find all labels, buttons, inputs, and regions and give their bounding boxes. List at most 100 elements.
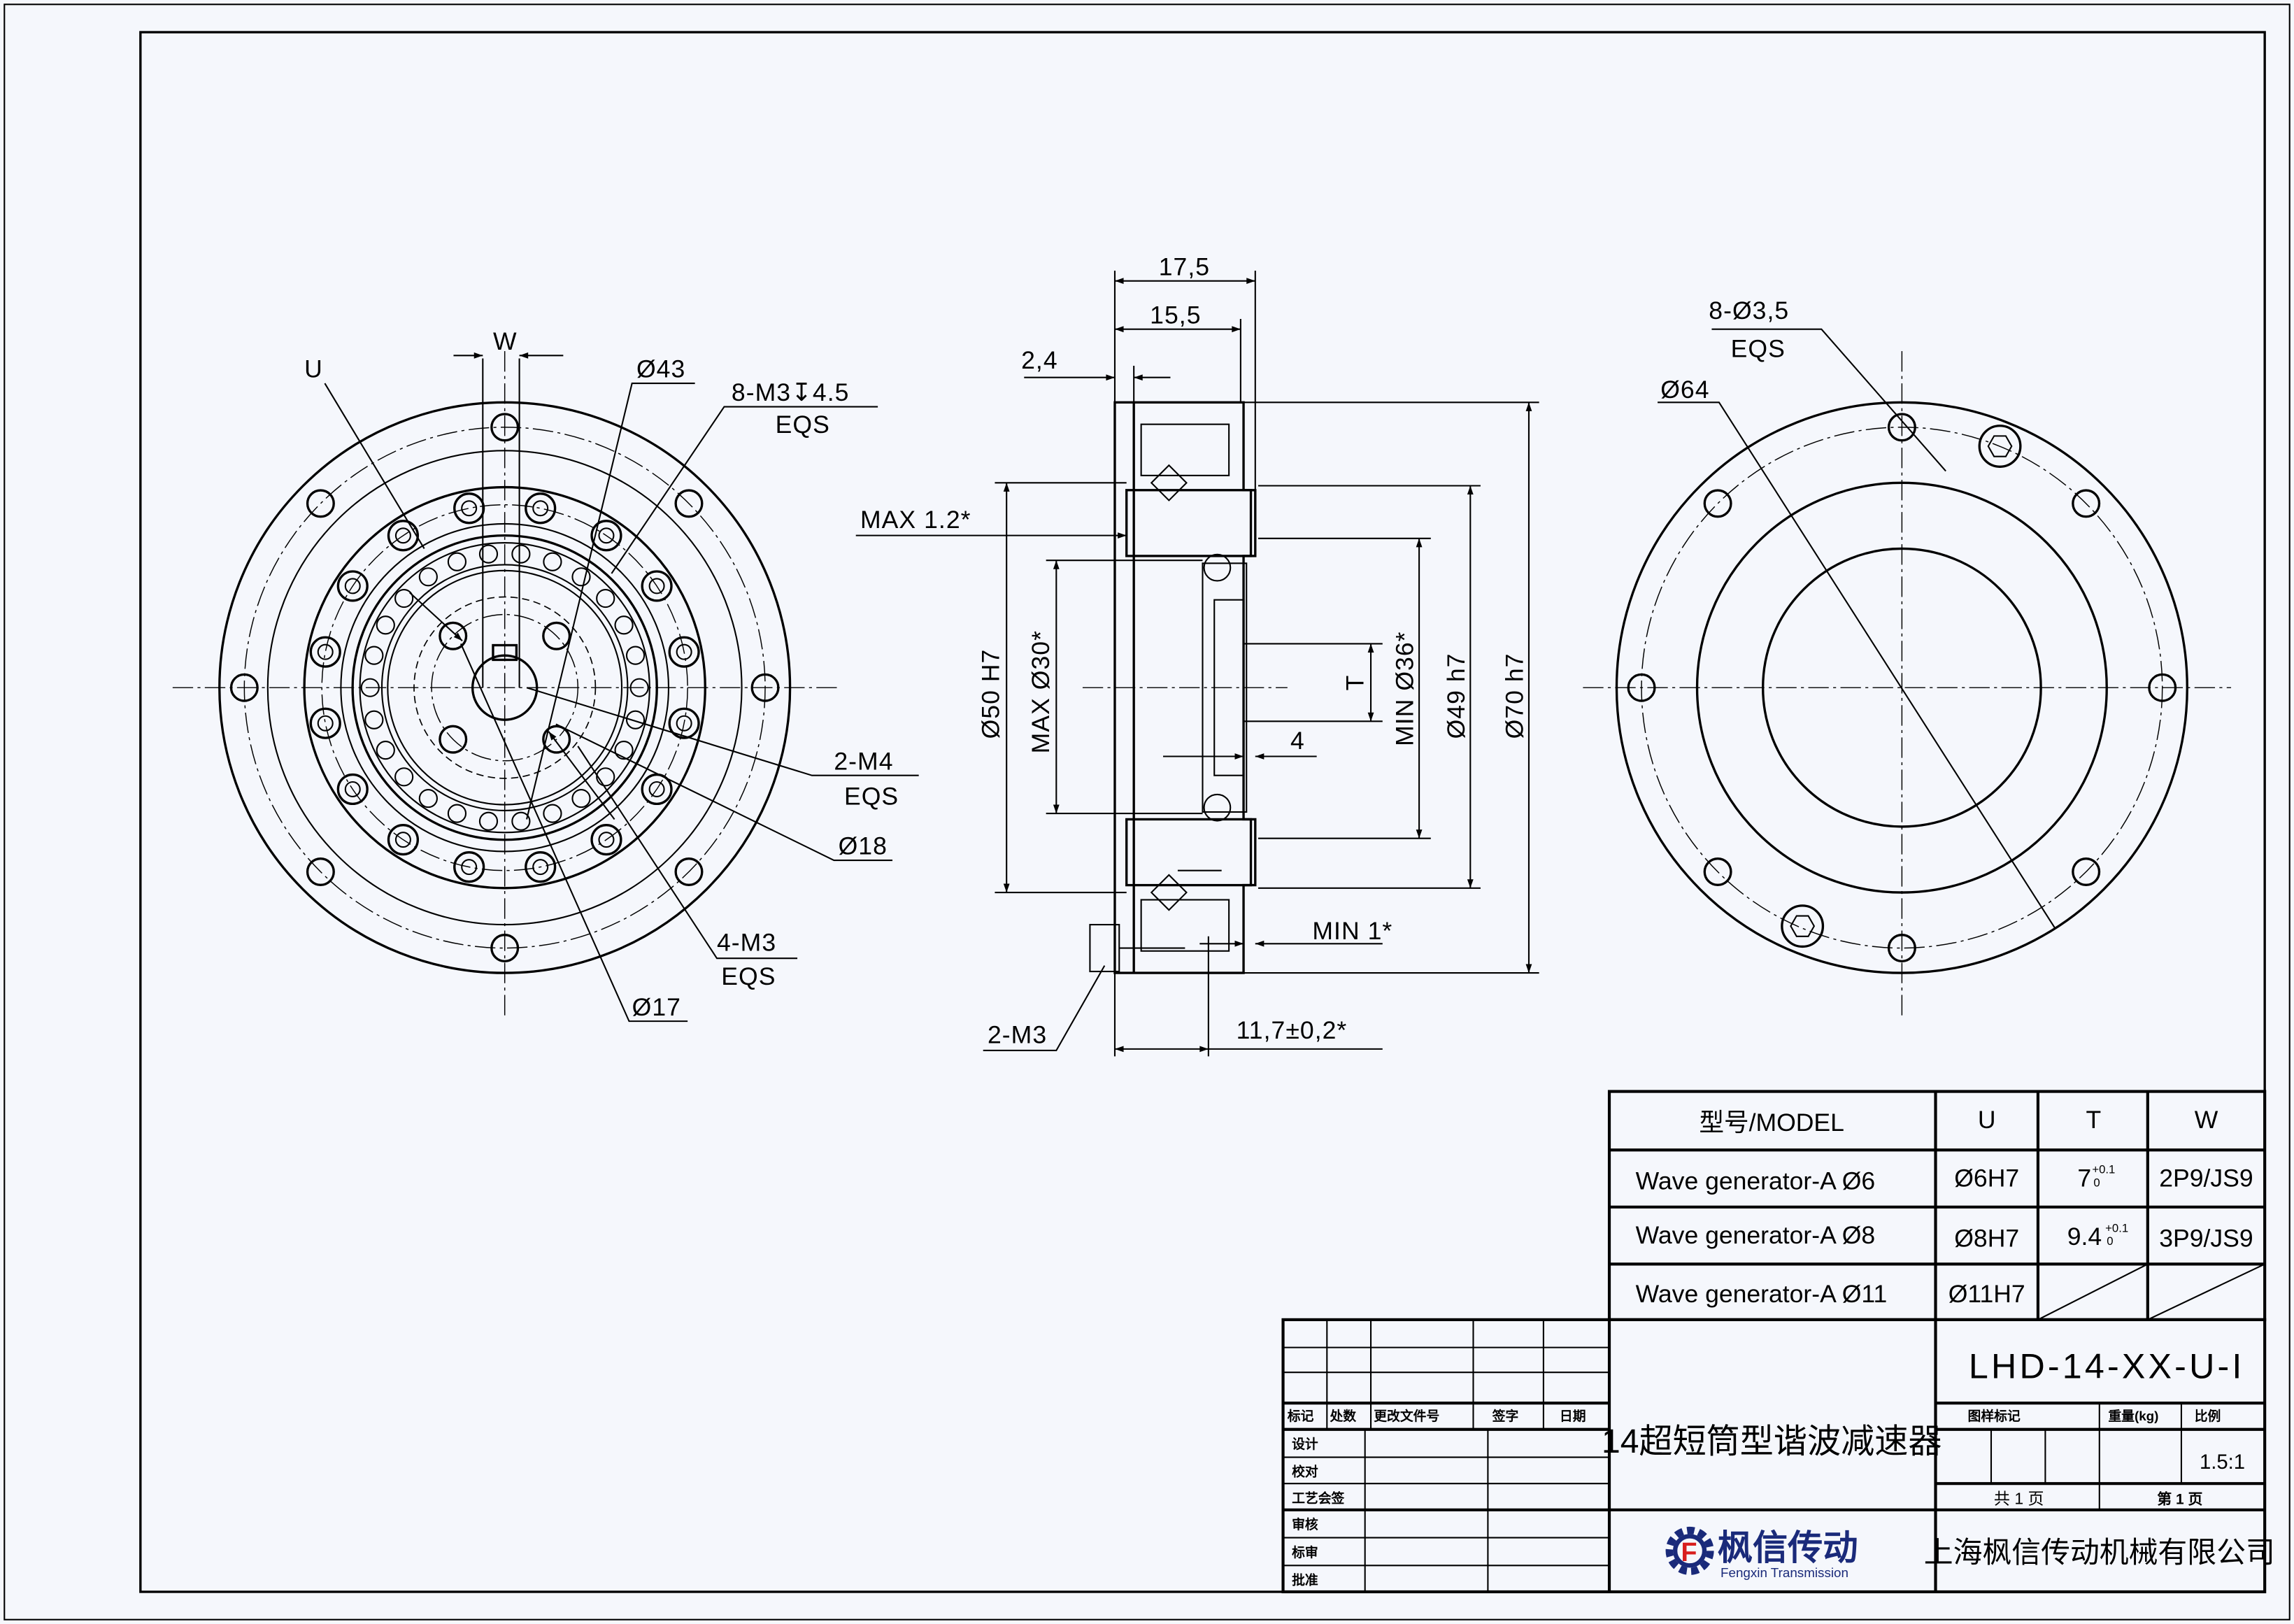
label-d17: Ø17	[632, 993, 681, 1021]
roller	[614, 741, 634, 760]
bolt-hole	[309, 707, 341, 739]
flange-hole	[1703, 489, 1732, 518]
bolt-hole	[641, 570, 673, 602]
company-name: 上海枫信传动机械有限公司	[1924, 1535, 2275, 1569]
label-d43: Ø43	[636, 355, 685, 383]
roller	[376, 615, 395, 635]
bolt-hole-thread	[676, 643, 692, 660]
label-8-d3-5: 8-Ø3,5	[1709, 297, 1789, 325]
roller	[596, 767, 615, 787]
header-t: T	[2086, 1106, 2102, 1134]
cell-model: Wave generator-A Ø8	[1636, 1221, 1875, 1249]
flange-hole	[306, 489, 335, 518]
roller	[614, 615, 634, 635]
dim-11-7: 11,7±0,2*	[1237, 1016, 1348, 1044]
flange-hole	[2072, 857, 2101, 886]
front-view: U W Ø43 8-M3↧4.5 EQS 2-M4 EQS Ø18 4-M3 E…	[172, 327, 919, 1023]
company-logo: F 枫信传动 Fengxin Transmission	[1665, 1526, 1858, 1580]
label-eqs-3: EQS	[721, 962, 776, 990]
cell-t-lower: 0	[2107, 1234, 2113, 1248]
dim-15-5: 15,5	[1150, 301, 1201, 329]
header-u: U	[1978, 1106, 1996, 1134]
roller	[478, 544, 499, 564]
bolt-hole-thread	[344, 781, 361, 797]
hub-hole	[542, 725, 571, 754]
row-standard: 标审	[1291, 1544, 1318, 1560]
bolt-hole	[453, 851, 485, 883]
bolt-hole-thread	[317, 643, 334, 660]
gear-icon: F	[1665, 1526, 1714, 1575]
flange-hole	[674, 857, 704, 886]
flange-hole	[2148, 673, 2177, 702]
bolt-hole	[309, 636, 341, 668]
svg-text:F: F	[1681, 1537, 1697, 1567]
dim-d49-h7: Ø49 h7	[1442, 653, 1470, 739]
sheets-total: 共 1 页	[1994, 1489, 2044, 1507]
label-u: U	[304, 355, 323, 383]
header-model: 型号/MODEL	[1700, 1109, 1844, 1137]
cell-t-lower: 0	[2093, 1176, 2100, 1190]
sheet-number: 第 1 页	[2157, 1490, 2202, 1507]
rev-sign: 签字	[1492, 1408, 1519, 1423]
bolt-hole-thread	[648, 781, 665, 797]
bolt-hole-thread	[317, 715, 334, 732]
weight-label: 重量(kg)	[2108, 1409, 2158, 1423]
dim-17-5: 17,5	[1159, 252, 1210, 280]
flange-hole	[1703, 857, 1732, 886]
hub-hole	[439, 621, 468, 650]
table-row: Wave generator-A Ø6 Ø6H7 7 +0.1 0 2P9/JS…	[1636, 1163, 2253, 1195]
label-d64: Ø64	[1660, 376, 1709, 404]
drawing-number: LHD-14-XX-U-I	[1969, 1347, 2245, 1386]
bolt-hole-thread	[598, 832, 615, 848]
roller	[360, 678, 380, 697]
roller	[394, 588, 414, 608]
cell-t-upper: +0.1	[2105, 1221, 2128, 1234]
bolt-hole-thread	[461, 859, 478, 876]
cell-u: Ø11H7	[1949, 1280, 2025, 1308]
outer-frame	[3, 3, 2291, 1621]
roller	[625, 646, 646, 665]
dim-d50-h7: Ø50 H7	[977, 649, 1005, 739]
row-approve: 批准	[1292, 1573, 1318, 1588]
bolt-hole	[590, 824, 622, 856]
roller	[543, 552, 562, 571]
logo-subtitle: Fengxin Transmission	[1720, 1565, 1848, 1580]
flange-hole	[490, 413, 520, 442]
label-w: W	[493, 327, 518, 355]
dim-2-4: 2,4	[1021, 346, 1058, 374]
header-w: W	[2195, 1106, 2218, 1134]
roller	[364, 710, 384, 729]
label-eqs-2: EQS	[844, 783, 899, 811]
row-process: 工艺会签	[1292, 1490, 1344, 1505]
bolt-hole	[387, 824, 420, 856]
roller	[447, 552, 467, 571]
hex-socket-bolt	[1978, 425, 2022, 468]
roller	[418, 567, 438, 587]
roller	[511, 811, 531, 831]
cell-t: 9.4	[2067, 1223, 2102, 1251]
bolt-hole	[525, 851, 557, 883]
title-block: 标记 处数 更改文件号 签字 日期 设计 校对 工艺会签 审核 标审 批准 14…	[1281, 1318, 2275, 1594]
row-design: 设计	[1292, 1437, 1318, 1451]
table-row: Wave generator-A Ø11 Ø11H7	[1636, 1280, 2025, 1308]
bolt-hole	[641, 773, 673, 806]
cell-w: 3P9/JS9	[2159, 1224, 2253, 1252]
label-2-m4: 2-M4	[834, 747, 893, 775]
row-review: 审核	[1292, 1516, 1318, 1532]
bolt-hole-thread	[598, 527, 615, 544]
dim-d70-h7: Ø70 h7	[1501, 653, 1529, 739]
roller	[364, 646, 384, 665]
roller	[447, 804, 467, 823]
label-eqs-1: EQS	[776, 411, 830, 439]
roller	[543, 804, 562, 823]
cell-model: Wave generator-A Ø11	[1636, 1280, 1888, 1308]
sample-mark-label: 图样标记	[1968, 1408, 2021, 1423]
roller	[629, 678, 649, 697]
rev-mark: 标记	[1287, 1409, 1314, 1423]
dim-min-1: MIN 1*	[1312, 917, 1392, 945]
bolt-hole-thread	[648, 578, 665, 594]
label-d18: Ø18	[839, 832, 888, 860]
cell-u: Ø8H7	[1954, 1224, 2019, 1252]
bolt-hole-thread	[532, 500, 549, 517]
